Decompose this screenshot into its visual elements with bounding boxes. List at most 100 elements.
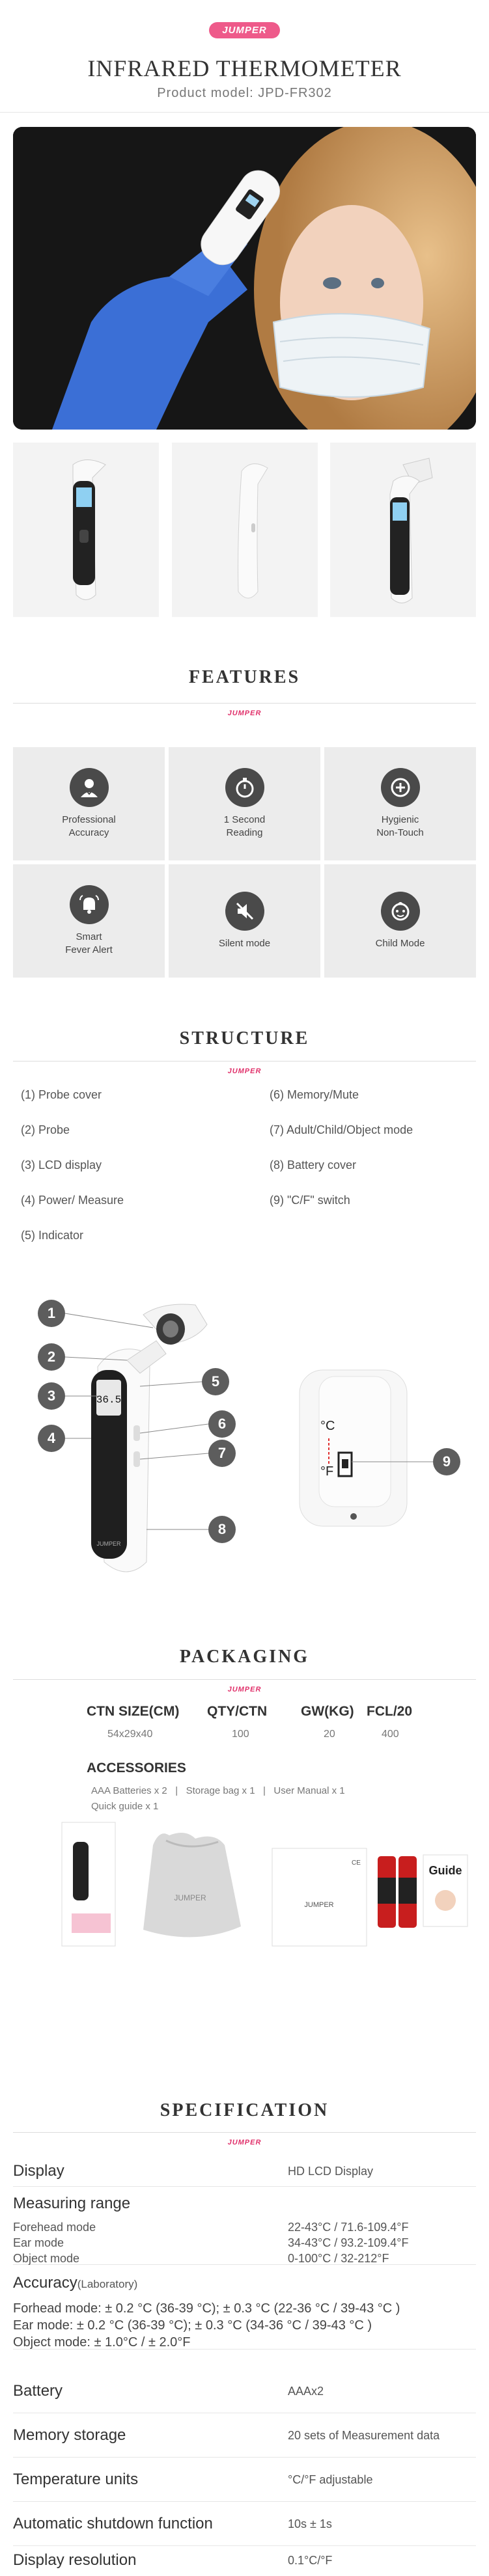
thermometer-probe-icon [389, 458, 433, 603]
spec-label: Temperature units [13, 2471, 139, 2488]
feature-label-line1: Smart [76, 931, 102, 942]
range-object-label: Object mode [13, 2252, 80, 2265]
accuracy-sub-label: (Laboratory) [77, 2278, 138, 2290]
structure-brand-logo: JUMPER [227, 1067, 262, 1075]
specification-title: SPECIFICATION [160, 2100, 329, 2120]
guide-label: Guide [428, 1864, 462, 1877]
doctor-icon [69, 767, 109, 807]
callout-1: 1 [38, 1300, 65, 1327]
spec-row-shutdown: Automatic shutdown function 10s ± 1s [13, 2502, 476, 2546]
range-forehead-value: 22-43°C / 71.6-109.4°F [288, 2221, 409, 2234]
gw-value: 20 [324, 1729, 335, 1740]
thermometer-diagram: 36.5 JUMPER [64, 1304, 433, 1572]
structure-divider [13, 1061, 476, 1062]
spec-row-memory: Memory storage 20 sets of Measurement da… [13, 2413, 476, 2458]
accessories-title: ACCESSORIES [87, 1761, 186, 1775]
hero-photo [13, 127, 476, 430]
structure-brand: JUMPER [0, 1065, 489, 1076]
specification-brand-logo: JUMPER [227, 2139, 262, 2146]
device-screen-reading: 36.5 [96, 1394, 121, 1406]
feature-child-mode: Child Mode [324, 864, 476, 978]
packaging-brand: JUMPER [0, 1683, 489, 1695]
spec-row-measuring-range: Measuring range Forehead mode 22-43°C / … [13, 2187, 476, 2265]
accessories-illustration: JUMPER JUMPER CE Guide [61, 1822, 468, 1947]
spec-row-display: Display HD LCD Display [13, 2154, 476, 2187]
accuracy-object: Object mode: ± 1.0°C / ± 2.0°F [13, 2335, 191, 2350]
part-power-measure: (4) Power/ Measure [21, 1194, 124, 1207]
part-memory-mute: (6) Memory/Mute [270, 1088, 359, 1101]
bag-brand-label: JUMPER [174, 1893, 206, 1902]
brand-logo: JUMPER [209, 22, 280, 38]
page-title: INFRARED THERMOMETER [87, 55, 402, 81]
spec-value: 0.1°C/°F [288, 2554, 333, 2567]
callout-2: 2 [38, 1343, 65, 1371]
ctn-size-header: CTN SIZE(CM) [87, 1704, 180, 1719]
features-brand: JUMPER [0, 707, 489, 719]
spec-label: Battery [13, 2382, 63, 2400]
specification-brand: JUMPER [0, 2136, 489, 2148]
spec-row-accuracy: Accuracy(Laboratory) Forhead mode: ± 0.2… [13, 2265, 476, 2350]
gw-header: GW(KG) [301, 1704, 354, 1719]
callout-9: 9 [433, 1448, 460, 1475]
range-ear-label: Ear mode [13, 2236, 64, 2249]
features-grid: Professional Accuracy 1 Second Reading H… [13, 747, 476, 978]
accuracy-forehead: Forhead mode: ± 0.2 °C (36-39 °C); ± 0.3… [13, 2301, 400, 2316]
ctn-size-value: 54x29x40 [107, 1729, 153, 1740]
spec-value: 20 sets of Measurement data [288, 2429, 440, 2442]
structure-diagram: 36.5 JUMPER °C °F 1 2 3 4 5 6 7 8 9 [0, 1289, 489, 1582]
header-divider [0, 112, 489, 113]
feature-label-line1: 1 Second [223, 814, 266, 825]
accessories-photo: JUMPER JUMPER CE Guide [0, 1816, 489, 1953]
device-brand-label: JUMPER [96, 1541, 121, 1547]
range-object-value: 0-100°C / 32-212°F [288, 2252, 389, 2265]
structure-title: STRUCTURE [179, 1028, 310, 1048]
part-probe-cover: (1) Probe cover [21, 1088, 102, 1101]
spec-label: Automatic shutdown function [13, 2515, 213, 2532]
manual-brand-label: JUMPER [304, 1901, 333, 1909]
accuracy-ear: Ear mode: ± 0.2 °C (36-39 °C); ± 0.3 °C … [13, 2318, 372, 2333]
manual-ce-mark: CE [352, 1859, 361, 1867]
thumbnail-side[interactable] [171, 443, 318, 617]
speaker-mute-icon [225, 891, 264, 931]
features-title: FEATURES [188, 667, 301, 687]
hero-illustration [13, 127, 476, 430]
spec-value: °C/°F adjustable [288, 2473, 373, 2486]
stopwatch-icon [225, 767, 264, 807]
feature-label-line1: Silent mode [218, 937, 271, 949]
spec-label: Memory storage [13, 2426, 126, 2444]
feature-label-line1: Child Mode [375, 937, 425, 949]
thermometer-front-icon [72, 459, 106, 600]
feature-professional-accuracy: Professional Accuracy [13, 747, 165, 860]
accessories-list-2: Quick guide x 1 [91, 1801, 159, 1812]
qty-ctn-header: QTY/CTN [207, 1704, 268, 1719]
features-brand-logo: JUMPER [227, 709, 262, 717]
part-probe: (2) Probe [21, 1123, 70, 1136]
part-mode-switch: (7) Adult/Child/Object mode [270, 1123, 413, 1136]
product-thumbnails [13, 443, 476, 617]
accessories-list: AAA Batteries x 2 | Storage bag x 1 | Us… [91, 1785, 345, 1796]
range-forehead-label: Forehead mode [13, 2221, 96, 2234]
feature-label-line1: Hygienic [381, 814, 419, 825]
feature-label-line2: Fever Alert [65, 944, 113, 955]
packaging-brand-logo: JUMPER [227, 1686, 262, 1693]
thermometer-side-icon [237, 463, 268, 599]
spec-row-resolution: Display resolution 0.1°C/°F [13, 2538, 476, 2576]
hygienic-icon [380, 767, 420, 807]
unit-fahrenheit-label: °F [320, 1464, 334, 1479]
child-face-icon [380, 891, 420, 931]
packaging-divider [13, 1679, 476, 1680]
thumbnail-front[interactable] [13, 443, 159, 617]
feature-label-line2: Reading [226, 827, 263, 838]
spec-value: AAAx2 [288, 2385, 324, 2398]
fcl-header: FCL/20 [367, 1704, 413, 1719]
part-cf-switch: (9) "C/F" switch [270, 1194, 350, 1207]
product-model: Product model: JPD-FR302 [157, 86, 332, 100]
spec-label: Display resolution [13, 2551, 137, 2569]
accuracy-label: Accuracy [13, 2274, 77, 2292]
thumbnail-probe[interactable] [330, 443, 476, 617]
spec-label: Accuracy(Laboratory) [13, 2274, 137, 2292]
spec-row-battery: Battery AAAx2 [13, 2369, 476, 2413]
callout-3: 3 [38, 1382, 65, 1410]
spec-row-units: Temperature units °C/°F adjustable [13, 2458, 476, 2502]
packaging-title: PACKAGING [179, 1647, 310, 1667]
